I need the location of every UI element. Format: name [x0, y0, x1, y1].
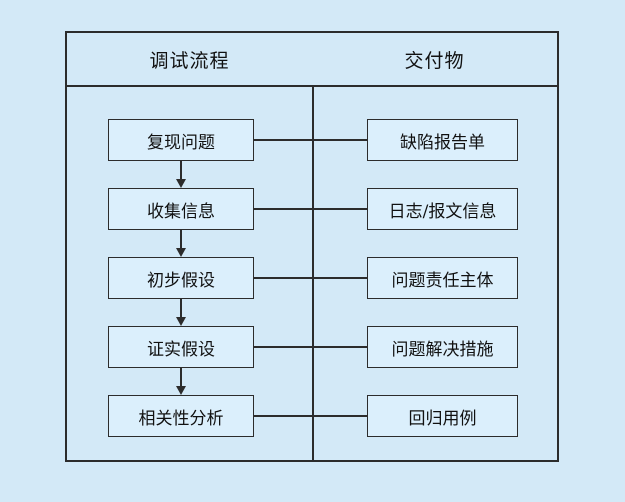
deliverable-box: 问题责任主体	[367, 257, 518, 299]
step-label: 证实假设	[147, 339, 215, 360]
connector-line	[254, 415, 367, 417]
step-label: 复现问题	[147, 132, 215, 153]
step-box: 初步假设	[108, 257, 254, 299]
deliverable-label: 问题责任主体	[391, 270, 494, 291]
step-label: 初步假设	[147, 270, 215, 291]
arrow-shaft	[180, 161, 182, 180]
arrow-head	[176, 386, 186, 395]
flow-row: 复现问题 缺陷报告单	[0, 119, 625, 161]
arrow-shaft	[180, 230, 182, 249]
arrow-head	[176, 248, 186, 257]
flow-row: 初步假设 问题责任主体	[0, 257, 625, 299]
table-header-row: 调试流程 交付物	[67, 33, 557, 87]
connector-line	[254, 208, 367, 210]
arrow-shaft	[180, 299, 182, 318]
flow-row: 收集信息 日志/报文信息	[0, 188, 625, 230]
column-divider	[312, 85, 314, 460]
deliverable-box: 回归用例	[367, 395, 518, 437]
step-box: 复现问题	[108, 119, 254, 161]
table-frame: 调试流程 交付物	[65, 31, 559, 462]
connector-line	[254, 139, 367, 141]
step-box: 相关性分析	[108, 395, 254, 437]
deliverable-box: 问题解决措施	[367, 326, 518, 368]
deliverable-box: 缺陷报告单	[367, 119, 518, 161]
deliverable-label: 缺陷报告单	[400, 132, 485, 153]
arrow-head	[176, 317, 186, 326]
down-arrow-icon	[176, 230, 186, 257]
column-header-process: 调试流程	[149, 49, 230, 72]
column-header-deliverable: 交付物	[404, 49, 465, 72]
flow-row: 证实假设 问题解决措施	[0, 326, 625, 368]
arrow-shaft	[180, 368, 182, 387]
deliverable-label: 回归用例	[408, 408, 477, 429]
step-box: 收集信息	[108, 188, 254, 230]
deliverable-label: 日志/报文信息	[388, 201, 497, 222]
step-label: 收集信息	[147, 201, 215, 222]
flow-row: 相关性分析 回归用例	[0, 395, 625, 437]
down-arrow-icon	[176, 161, 186, 188]
down-arrow-icon	[176, 368, 186, 395]
arrow-head	[176, 179, 186, 188]
down-arrow-icon	[176, 299, 186, 326]
deliverable-label: 问题解决措施	[391, 339, 494, 360]
connector-line	[254, 277, 367, 279]
step-box: 证实假设	[108, 326, 254, 368]
deliverable-box: 日志/报文信息	[367, 188, 518, 230]
step-label: 相关性分析	[138, 408, 224, 429]
connector-line	[254, 346, 367, 348]
